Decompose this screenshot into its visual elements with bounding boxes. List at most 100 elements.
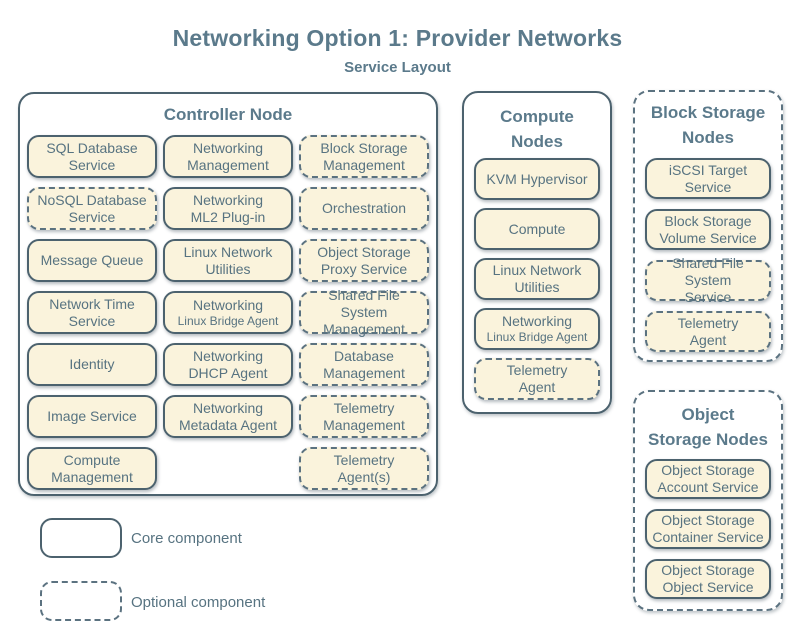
service-label: Volume Service <box>659 229 757 246</box>
service-label: Management <box>323 321 405 337</box>
service-label: Networking <box>501 313 573 329</box>
service-label: Network Time <box>49 295 135 312</box>
service-label: Service <box>684 178 732 195</box>
service-label: Management <box>51 468 133 485</box>
service-label: Agent <box>518 379 556 395</box>
compute-nodes-title-line1: Compute <box>500 107 574 126</box>
service-label: Identity <box>69 356 115 372</box>
service-label: Telemetry <box>677 314 739 331</box>
service-label: KVM Hypervisor <box>486 170 588 187</box>
service-box-compute: Compute <box>474 208 600 250</box>
service-label: Linux Network <box>183 243 273 260</box>
service-label: Telemetry <box>506 362 568 378</box>
service-label: Message Queue <box>40 252 144 268</box>
service-label: ML2 Plug-in <box>190 208 266 225</box>
service-label: Utilities <box>205 260 251 277</box>
service-label: Agent <box>689 331 727 348</box>
service-label: Service <box>68 156 116 173</box>
object-storage-nodes-title-line1: Object <box>681 405 735 424</box>
service-label: Object Storage <box>317 243 411 260</box>
service-label: Networking <box>192 399 264 416</box>
service-box-image-service: Image Service <box>27 395 157 438</box>
service-label: Management <box>323 364 405 381</box>
service-label: iSCSI Target <box>668 161 748 178</box>
object-storage-nodes-title: Object Storage Nodes <box>635 402 781 452</box>
service-label: Orchestration <box>321 200 407 216</box>
service-label: NoSQL Database <box>37 191 147 208</box>
service-label: Linux Bridge Agent <box>486 330 588 344</box>
service-box-orchestration: Orchestration <box>299 187 429 230</box>
diagram-subtitle: Service Layout <box>344 59 451 76</box>
service-box-identity: Identity <box>27 343 157 386</box>
service-label: Management <box>323 416 405 433</box>
legend-optional-label: Optional component <box>131 594 266 611</box>
service-label: Shared File System <box>672 255 744 288</box>
service-label: Networking <box>192 347 264 364</box>
block-storage-nodes-title: Block Storage Nodes <box>635 100 781 150</box>
service-label: Shared File System <box>328 287 400 320</box>
compute-nodes-title: Compute Nodes <box>464 104 610 154</box>
block-storage-nodes-title-line1: Block Storage <box>650 103 766 122</box>
legend-optional-swatch <box>40 581 122 621</box>
service-label: Linux Network <box>492 262 582 278</box>
service-label: Image Service <box>47 408 137 424</box>
service-label: Object Storage <box>661 462 755 478</box>
service-label: Database <box>334 347 394 364</box>
legend-core-swatch <box>40 518 122 558</box>
controller-node-title: Controller Node <box>163 105 293 124</box>
service-label: Service <box>68 312 116 329</box>
service-label: Object Storage <box>661 512 755 528</box>
service-label: Metadata Agent <box>178 416 278 433</box>
service-label: Utilities <box>514 279 560 295</box>
service-label: DHCP Agent <box>188 364 268 381</box>
service-label: Block Storage <box>320 139 408 156</box>
service-label: Telemetry <box>333 399 395 416</box>
service-label: Networking <box>192 139 264 156</box>
service-box-kvm-hypervisor: KVM Hypervisor <box>474 158 600 200</box>
service-label: Compute <box>63 451 121 468</box>
object-storage-nodes-title-line2: Storage Nodes <box>648 430 768 449</box>
block-storage-nodes-title-line2: Nodes <box>682 128 734 147</box>
service-label: Object Service <box>662 579 754 595</box>
service-label: Agent(s) <box>337 468 391 485</box>
service-label: Networking <box>192 191 264 208</box>
service-label: Compute <box>508 220 566 237</box>
service-label: Service <box>684 289 732 305</box>
service-label: SQL Database <box>46 139 138 156</box>
legend-core-label: Core component <box>131 530 242 547</box>
service-label: Block Storage <box>664 212 752 229</box>
service-label: Linux Bridge Agent <box>177 313 279 328</box>
